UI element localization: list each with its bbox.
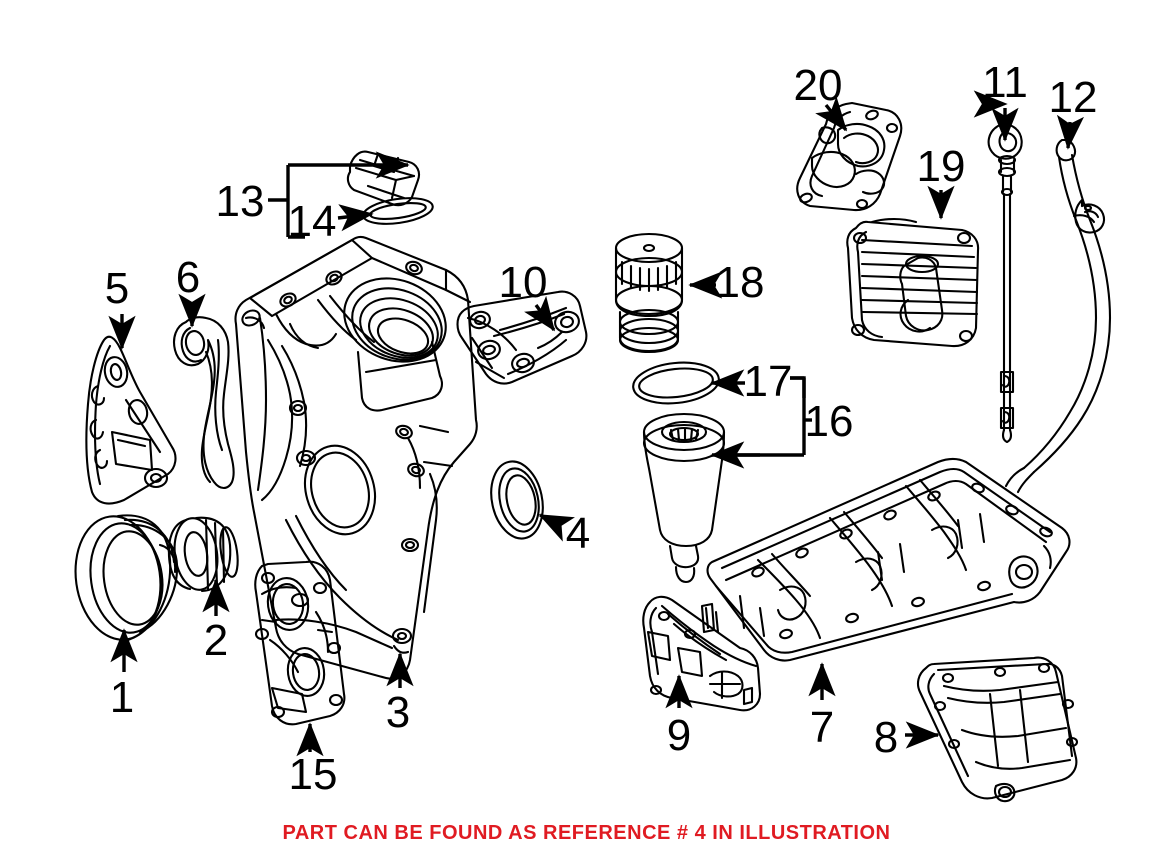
callout-numbers: 1 2 3 4 5 6 7 8 9 10 11 12 13 14 15 16 1… xyxy=(105,58,1098,799)
callout-10: 10 xyxy=(499,258,548,307)
part-front-cover-bracket xyxy=(85,335,177,505)
callout-4: 4 xyxy=(566,509,590,558)
part-lower-oil-pan xyxy=(916,656,1079,803)
callout-8: 8 xyxy=(874,713,898,762)
part-tensioner-gasket xyxy=(172,316,235,490)
callout-5: 5 xyxy=(105,264,129,313)
callout-17: 17 xyxy=(744,357,793,406)
callout-20: 20 xyxy=(794,61,843,110)
callout-14: 14 xyxy=(288,197,337,246)
callout-12: 12 xyxy=(1049,73,1098,122)
callout-18: 18 xyxy=(716,258,765,307)
callout-6: 6 xyxy=(176,253,200,302)
callout-13: 13 xyxy=(216,177,265,226)
callout-16: 16 xyxy=(805,397,854,446)
part-oil-dipstick xyxy=(987,123,1023,444)
callout-3: 3 xyxy=(386,688,410,737)
callout-15: 15 xyxy=(289,750,338,799)
callout-19: 19 xyxy=(917,142,966,191)
part-oil-pan-baffle xyxy=(642,595,762,712)
part-engine-oil-cooler xyxy=(846,217,980,348)
part-timing-cover xyxy=(234,235,478,680)
part-upper-oil-pan xyxy=(706,457,1071,662)
part-crankshaft-seal-ring xyxy=(490,460,544,540)
part-oil-filter-cap xyxy=(614,232,684,354)
callout-11: 11 xyxy=(982,58,1028,107)
part-dipstick-guide-tube xyxy=(1004,138,1112,494)
part-crankshaft-sprocket xyxy=(167,516,239,593)
bracket-arrows xyxy=(330,151,760,469)
callout-9: 9 xyxy=(667,711,691,760)
leader-lines xyxy=(108,96,1085,757)
callout-1: 1 xyxy=(110,673,134,722)
reference-caption: PART CAN BE FOUND AS REFERENCE # 4 IN IL… xyxy=(282,822,891,844)
callout-2: 2 xyxy=(204,616,228,665)
callout-7: 7 xyxy=(810,703,834,752)
part-oil-pump-housing xyxy=(254,560,346,726)
part-oil-filter-element xyxy=(642,412,726,584)
